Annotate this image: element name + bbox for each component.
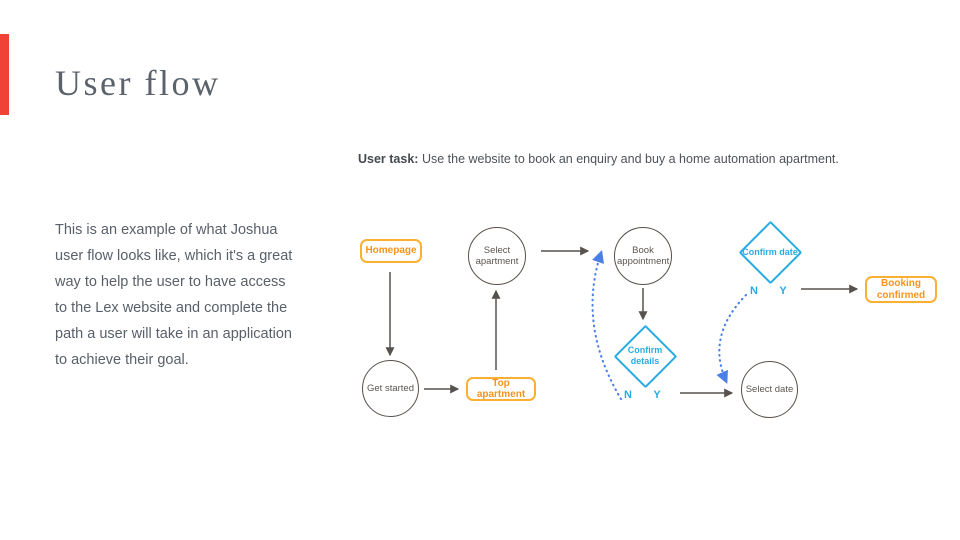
node-homepage-label: Homepage bbox=[365, 245, 417, 257]
intro-line: path a user will take in an application bbox=[55, 326, 292, 342]
node-top-apartment-label: Top apartment bbox=[476, 377, 526, 401]
node-top-apartment: Top apartment bbox=[466, 377, 536, 401]
confirm-date-no-label: N bbox=[750, 285, 758, 297]
node-homepage: Homepage bbox=[360, 239, 422, 263]
node-book-appointment-label: Book appointment bbox=[617, 244, 670, 267]
user-task-label: User task: bbox=[358, 152, 419, 166]
confirm-date-yes-label: Y bbox=[779, 285, 787, 297]
user-task-caption: User task: Use the website to book an en… bbox=[358, 152, 839, 166]
node-book-appointment: Book appointment bbox=[614, 227, 672, 285]
confirm-details-no-label: N bbox=[624, 389, 632, 401]
node-select-apartment-label: Select apartment bbox=[475, 244, 519, 267]
node-select-date: Select date bbox=[741, 361, 798, 418]
node-confirm-details: Confirm details bbox=[612, 323, 678, 389]
node-select-apartment: Select apartment bbox=[468, 227, 526, 285]
node-get-started: Get started bbox=[362, 360, 419, 417]
node-booking-confirmed-label: Booking confirmed bbox=[876, 278, 926, 301]
loop-arrow-confirm-date-no-to-select-date bbox=[716, 293, 748, 384]
intro-line: to achieve their goal. bbox=[55, 352, 189, 368]
node-confirm-date-label: Confirm date bbox=[742, 246, 798, 257]
confirm-details-yes-label: Y bbox=[653, 389, 661, 401]
intro-line: way to help the user to have access bbox=[55, 274, 286, 290]
node-booking-confirmed: Booking confirmed bbox=[865, 276, 937, 303]
intro-line: to the Lex website and complete the bbox=[55, 300, 288, 316]
user-task-text: Use the website to book an enquiry and b… bbox=[421, 152, 839, 166]
intro-paragraph: This is an example of what Joshua user f… bbox=[55, 217, 315, 373]
accent-bar bbox=[0, 34, 9, 115]
node-get-started-label: Get started bbox=[367, 382, 414, 394]
intro-line: user flow looks like, which it's a great bbox=[55, 248, 293, 264]
page-title: User flow bbox=[55, 63, 221, 103]
node-select-date-label: Select date bbox=[745, 383, 794, 395]
node-confirm-details-label: Confirm details bbox=[627, 345, 663, 366]
intro-line: This is an example of what Joshua bbox=[55, 222, 278, 238]
node-confirm-date: Confirm date bbox=[737, 219, 803, 285]
